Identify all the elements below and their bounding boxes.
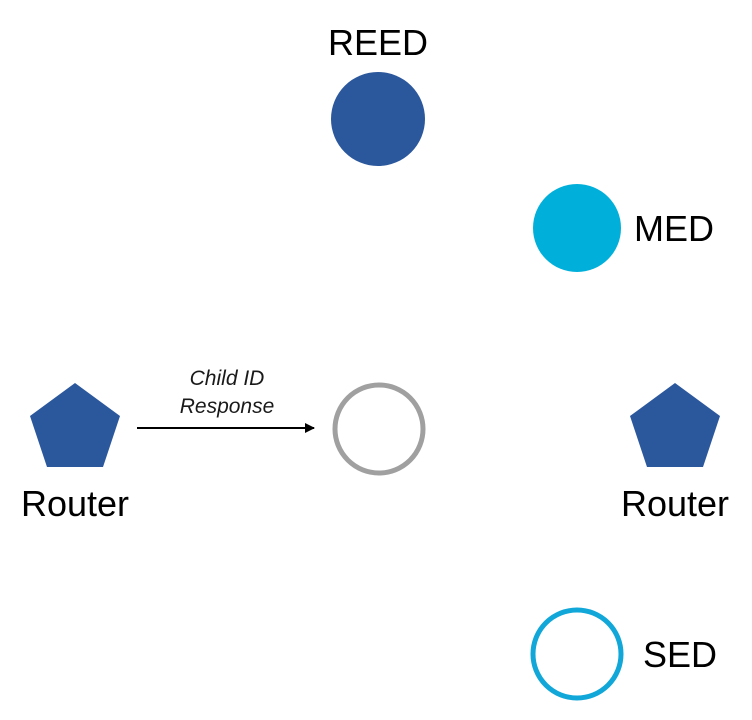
reed-label: REED [328, 22, 428, 63]
joining-node [332, 382, 426, 476]
router-right-node [630, 383, 720, 467]
router-left-node [30, 383, 120, 467]
message-label-line2: Response [180, 395, 275, 418]
sed-node [530, 607, 624, 701]
sed-label: SED [643, 634, 717, 675]
med-label: MED [634, 208, 714, 249]
message-label-line1: Child ID [190, 367, 265, 390]
router-right-label: Router [621, 483, 729, 524]
med-node [533, 184, 621, 272]
router-left-label: Router [21, 483, 129, 524]
reed-node [331, 72, 425, 166]
